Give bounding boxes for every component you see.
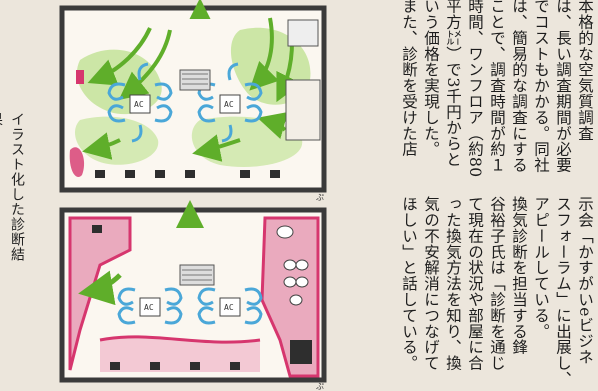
text-column: 換気診断を担当する鋒 — [510, 196, 528, 355]
text-column: いう価格を実現した。 — [422, 0, 440, 157]
text-column: ほしい」と話している。 — [400, 196, 418, 371]
figure-caption: イラスト化した診断結果 — [0, 112, 25, 262]
text-column: 本格的な空気質調査 — [576, 0, 594, 142]
text-column: った換気方法を知り、換 — [444, 196, 462, 371]
text-column: スフォーラム」に出展し、 — [554, 196, 572, 387]
floor-plan-before: AC AC ぷ — [59, 0, 327, 202]
text-column: 平方㍍）で3千円からと — [444, 0, 462, 168]
text-column: 示会「かすがいeビジネ — [576, 196, 594, 365]
text-column: は、長い調査期間が必要 — [554, 0, 572, 173]
text-column: 時間、ワンフロア（約80 — [466, 0, 484, 178]
text-column: 気の不安解消につなげて — [422, 196, 440, 371]
ac-label: AC — [224, 100, 234, 109]
article-text: 本格的な空気質調査 は、長い調査期間が必要 でコストもかかる。同社 は、簡易的な… — [348, 0, 598, 391]
ac-label: AC — [224, 303, 234, 312]
text-column: また、診断を受けた店 — [400, 0, 418, 157]
floor-plan-illustration: AC AC ぷ — [59, 0, 327, 391]
ac-label: AC — [134, 100, 144, 109]
page-mark: ぷ — [316, 382, 324, 391]
ac-label: AC — [144, 303, 154, 312]
floor-plan-after: AC AC — [59, 200, 327, 391]
text-column: 谷裕子氏は「診断を通じ — [488, 196, 506, 371]
text-column: て現在の状況や部屋に合 — [466, 196, 484, 371]
text-column: ことで、調査時間が約１ — [488, 0, 506, 173]
text-column: は、簡易的な調査にする — [510, 0, 528, 173]
page-mark: ぷ — [316, 193, 324, 202]
text-column: でコストもかかる。同社 — [532, 0, 550, 173]
text-column: アピールしている。 — [532, 196, 550, 340]
